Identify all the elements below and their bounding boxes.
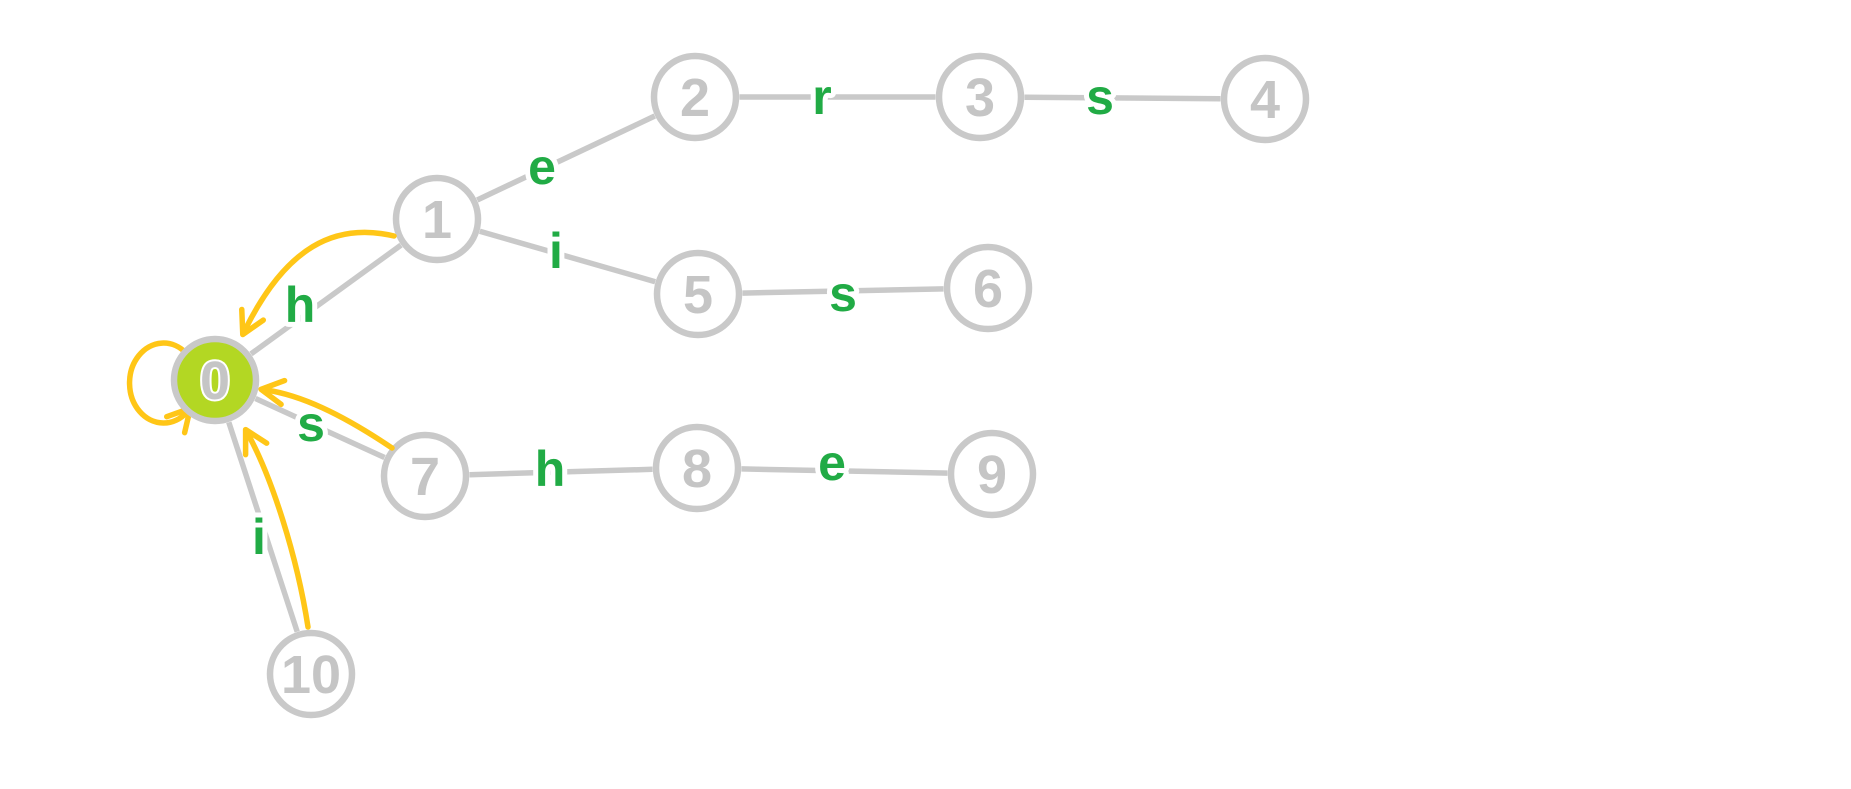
edge-label-2-3-r: r bbox=[812, 69, 831, 125]
state-node-5[interactable]: 5 bbox=[653, 249, 743, 339]
node-circle-8[interactable] bbox=[652, 423, 742, 513]
node-label-4: 4 bbox=[1250, 70, 1280, 130]
node-circle-10[interactable] bbox=[266, 629, 356, 719]
node-circle-5[interactable] bbox=[653, 249, 743, 339]
node-circle-4[interactable] bbox=[1220, 54, 1310, 144]
tree-edge-0-10 bbox=[226, 421, 300, 633]
edge-label-7-8-h: h bbox=[535, 441, 566, 497]
edge-label-0-7-s: s bbox=[297, 396, 325, 452]
state-nodes-layer: 0 1 2 3 4 5 6 7 8 9 10 bbox=[170, 52, 1310, 719]
state-node-2[interactable]: 2 bbox=[650, 52, 740, 142]
tree-edges-layer bbox=[226, 94, 1221, 633]
state-node-8[interactable]: 8 bbox=[652, 423, 742, 513]
node-circle-1[interactable] bbox=[392, 174, 482, 264]
tree-edge-3-4 bbox=[1024, 94, 1221, 102]
failure-links-layer bbox=[239, 229, 397, 630]
node-circle-7[interactable] bbox=[380, 431, 470, 521]
tree-edge-7-8 bbox=[469, 466, 653, 478]
edge-label-5-6-s: s bbox=[829, 266, 857, 322]
failure-selfloop-layer bbox=[126, 340, 194, 436]
edge-label-1-2-e: e bbox=[528, 139, 556, 195]
state-node-0[interactable]: 0 bbox=[170, 335, 260, 425]
edge-label-0-1-h: h bbox=[285, 277, 316, 333]
failure-link-10-0 bbox=[242, 426, 311, 630]
edge-label-8-9-e: e bbox=[818, 435, 846, 491]
active-node-circle-0[interactable] bbox=[170, 335, 260, 425]
tree-edge-1-5 bbox=[479, 228, 656, 285]
node-label-7: 7 bbox=[410, 447, 440, 507]
tree-edge-1-2 bbox=[476, 113, 656, 203]
state-node-1[interactable]: 1 bbox=[392, 174, 482, 264]
failure-link-7-0 bbox=[258, 377, 395, 451]
state-node-10[interactable]: 10 bbox=[266, 629, 356, 719]
tree-edge-5-6 bbox=[742, 286, 944, 296]
state-node-6[interactable]: 6 bbox=[943, 243, 1033, 333]
node-label-1: 1 bbox=[422, 190, 452, 250]
failure-link-0-0 bbox=[126, 340, 194, 436]
state-node-9[interactable]: 9 bbox=[947, 429, 1037, 519]
edge-label-3-4-s: s bbox=[1086, 69, 1114, 125]
node-label-8: 8 bbox=[682, 439, 712, 499]
tree-edge-0-7 bbox=[254, 396, 386, 460]
node-label-9: 9 bbox=[977, 445, 1007, 505]
state-node-3[interactable]: 3 bbox=[935, 52, 1025, 142]
state-node-7[interactable]: 7 bbox=[380, 431, 470, 521]
node-label-5: 5 bbox=[683, 265, 713, 325]
node-circle-9[interactable] bbox=[947, 429, 1037, 519]
node-label-2: 2 bbox=[680, 68, 710, 128]
node-label-10: 10 bbox=[281, 645, 341, 705]
node-circle-6[interactable] bbox=[943, 243, 1033, 333]
node-circle-2[interactable] bbox=[650, 52, 740, 142]
state-node-4[interactable]: 4 bbox=[1220, 54, 1310, 144]
node-label-3: 3 bbox=[965, 68, 995, 128]
edge-label-0-10-i: i bbox=[252, 509, 266, 565]
node-label-0: 0 bbox=[200, 351, 230, 411]
tree-edge-8-9 bbox=[741, 466, 948, 476]
tree-edge-0-1 bbox=[249, 242, 403, 357]
node-circle-3[interactable] bbox=[935, 52, 1025, 142]
node-label-6: 6 bbox=[973, 259, 1003, 319]
edge-label-1-5-i: i bbox=[549, 223, 563, 279]
failure-link-1-0 bbox=[239, 229, 397, 338]
